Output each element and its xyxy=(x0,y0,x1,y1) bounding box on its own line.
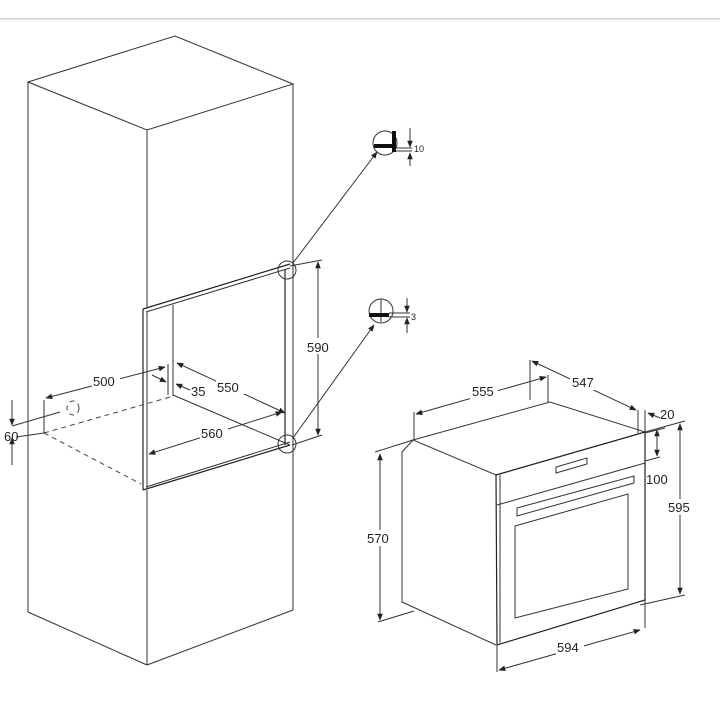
dim-10: 10 xyxy=(414,144,424,154)
detail-top: 10 xyxy=(372,128,424,166)
dim-550: 550 xyxy=(217,380,239,395)
oven: 555 547 20 100 595 570 594 xyxy=(366,360,695,672)
dim-60: 60 xyxy=(4,429,18,444)
dim-100: 100 xyxy=(646,472,668,487)
dim-595: 595 xyxy=(668,500,690,515)
cabinet-niche xyxy=(142,263,291,491)
dim-500: 500 xyxy=(93,374,115,389)
dim-570: 570 xyxy=(367,531,389,546)
detail-bottom: 3 xyxy=(368,298,416,333)
dim-20: 20 xyxy=(660,407,674,422)
door-window xyxy=(514,493,629,619)
detail-callout-top xyxy=(277,260,297,280)
dim-590: 590 xyxy=(307,340,329,355)
dim-547: 547 xyxy=(572,375,594,390)
dim-35: 35 xyxy=(191,384,205,399)
cabinet: 590 500 35 550 560 60 xyxy=(4,35,378,666)
dim-555: 555 xyxy=(472,384,494,399)
dim-3: 3 xyxy=(411,312,416,322)
display xyxy=(555,457,588,474)
dim-594: 594 xyxy=(557,640,579,655)
dim-560: 560 xyxy=(201,426,223,441)
top-bar xyxy=(0,0,720,19)
door-handle xyxy=(516,475,635,517)
